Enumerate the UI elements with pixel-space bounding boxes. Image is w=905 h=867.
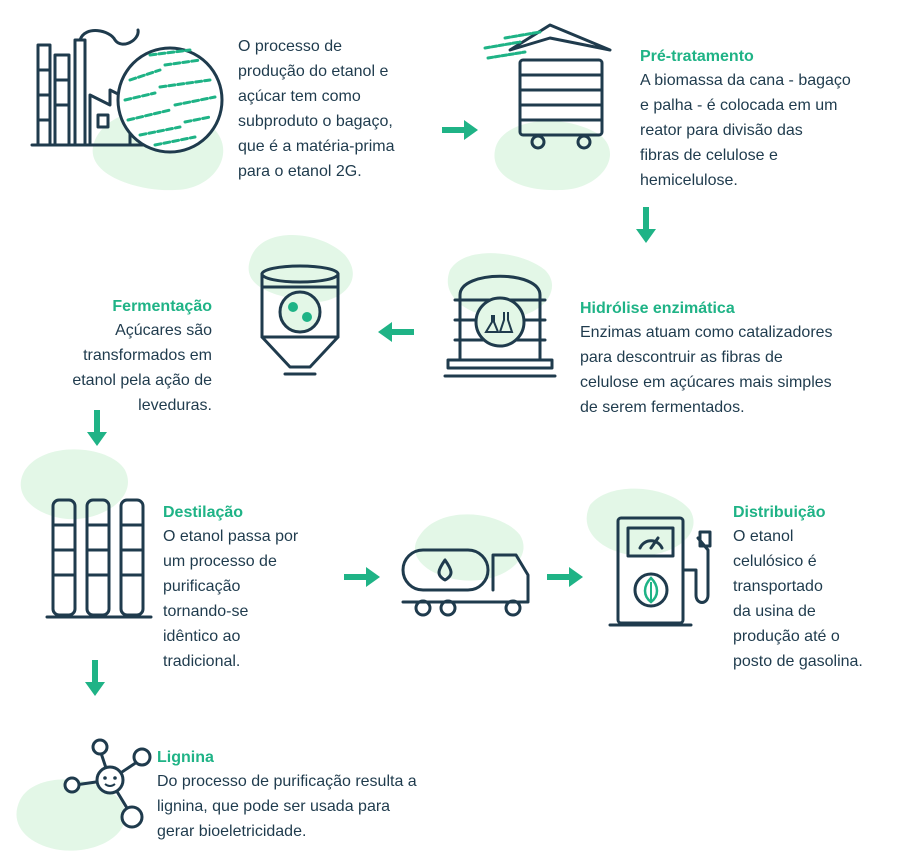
step-title: Pré-tratamento xyxy=(640,48,754,65)
line: A biomassa da cana - bagaço xyxy=(640,72,851,89)
tanker-truck-icon xyxy=(401,548,530,617)
factory-icon xyxy=(30,28,224,154)
line: de serem fermentados. xyxy=(580,399,745,416)
step-title: Distribuição xyxy=(733,504,826,521)
distribuicao-text: Distribuição O etanol celulósico é trans… xyxy=(733,502,903,674)
arrow-down-icon xyxy=(87,410,107,446)
fuel-pump-icon xyxy=(608,516,712,627)
line: produção até o xyxy=(733,628,840,645)
step-title: Destilação xyxy=(163,504,244,521)
line: O etanol xyxy=(733,528,794,545)
line: Açúcares são xyxy=(115,322,212,339)
line: etanol pela ação de xyxy=(72,372,212,389)
line: Do processo de purificação resulta a xyxy=(157,773,417,790)
arrow-down-icon xyxy=(85,660,105,696)
reactor-icon xyxy=(483,23,612,150)
line: leveduras. xyxy=(138,397,212,414)
line: açúcar tem como xyxy=(238,88,361,105)
arrow-right-icon xyxy=(344,567,380,587)
arrow-right-icon xyxy=(547,567,583,587)
line: um processo de xyxy=(163,553,277,570)
lignina-text: Lignina Do processo de purificação resul… xyxy=(157,747,477,844)
step-title: Fermentação xyxy=(112,298,212,315)
line: fibras de celulose e xyxy=(640,147,778,164)
line: transformados em xyxy=(83,347,212,364)
pretratamento-text: Pré-tratamento A biomassa da cana - baga… xyxy=(640,46,900,193)
line: O etanol passa por xyxy=(163,528,299,545)
intro-text: O processo de produção do etanol e açúca… xyxy=(238,34,438,184)
destilacao-text: Destilação O etanol passa por um process… xyxy=(163,502,343,674)
molecule-icon xyxy=(63,738,152,829)
line: e palha - é colocada em um xyxy=(640,97,838,114)
line: da usina de xyxy=(733,603,816,620)
line: para descontruir as fibras de xyxy=(580,349,783,366)
columns-icon xyxy=(45,498,153,619)
line: Enzimas atuam como catalizadores xyxy=(580,324,833,341)
line: O processo de xyxy=(238,38,343,55)
silo-icon xyxy=(260,264,340,376)
step-title: Lignina xyxy=(157,749,214,766)
tank-icon xyxy=(443,274,557,378)
line: tradicional. xyxy=(163,653,241,670)
step-title: Hidrólise enzimática xyxy=(580,300,735,317)
line: gerar bioeletricidade. xyxy=(157,823,307,840)
line: lignina, que pode ser usada para xyxy=(157,798,391,815)
line: idêntico ao xyxy=(163,628,241,645)
line: produção do etanol e xyxy=(238,63,389,80)
line: celulósico é xyxy=(733,553,817,570)
line: posto de gasolina. xyxy=(733,653,863,670)
line: que é a matéria-prima xyxy=(238,138,395,155)
arrow-down-icon xyxy=(636,207,656,243)
line: celulose em açúcares mais simples xyxy=(580,374,832,391)
line: tornando-se xyxy=(163,603,249,620)
fermentacao-text: Fermentação Açúcares são transformados e… xyxy=(30,296,212,418)
line: hemicelulose. xyxy=(640,172,738,189)
hidrolise-text: Hidrólise enzimática Enzimas atuam como … xyxy=(580,298,900,420)
arrow-right-icon xyxy=(442,120,478,140)
line: transportado xyxy=(733,578,823,595)
arrow-left-icon xyxy=(378,322,414,342)
line: para o etanol 2G. xyxy=(238,163,362,180)
line: reator para divisão das xyxy=(640,122,803,139)
line: subproduto o bagaço, xyxy=(238,113,393,130)
line: purificação xyxy=(163,578,241,595)
